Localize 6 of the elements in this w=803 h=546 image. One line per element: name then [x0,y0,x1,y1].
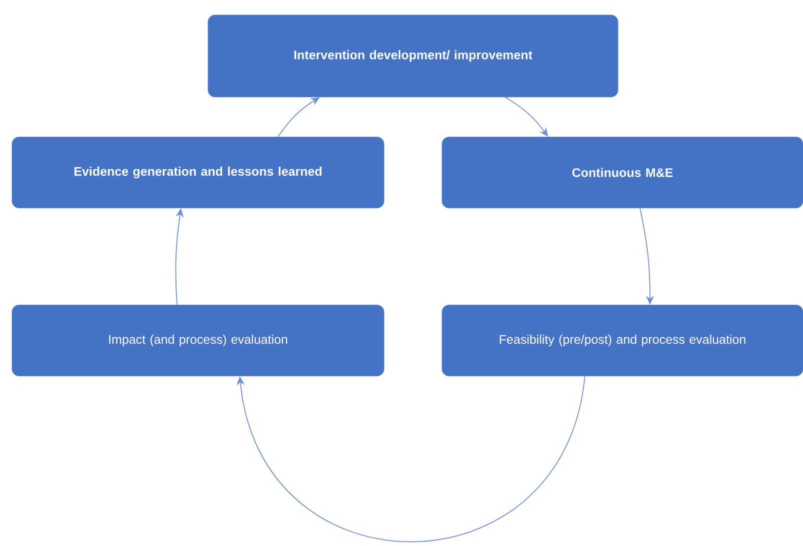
process-box: Evidence generation and lessons learned [12,136,384,208]
process-box: Continuous M&E [442,136,803,208]
process-box: Impact (and process) evaluation [12,304,384,376]
process-box: Intervention development/ improvement [208,14,618,98]
process-box: Feasibility (pre/post) and process evaluation [442,304,803,376]
arrow [236,376,586,542]
